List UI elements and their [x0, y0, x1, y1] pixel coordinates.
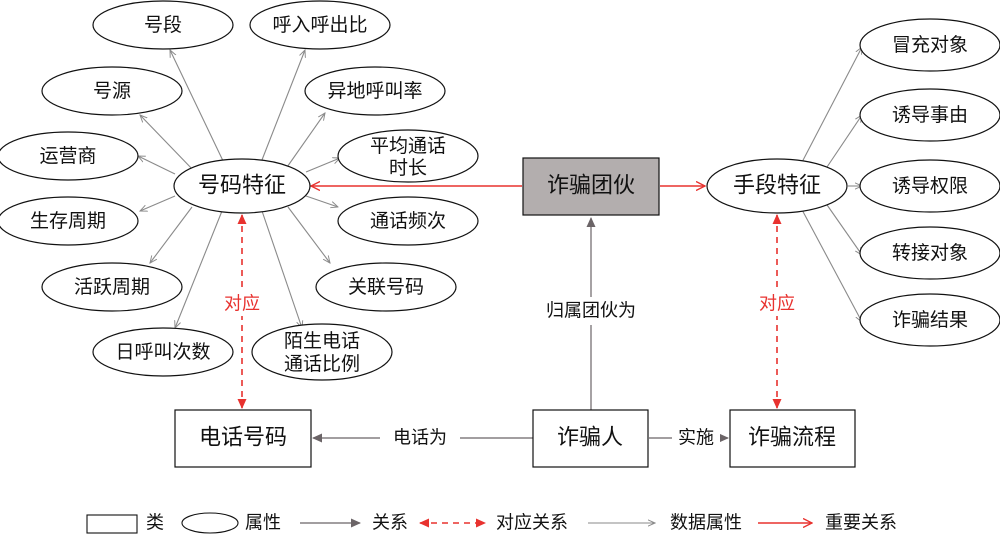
attr-survival-period-label: 生存周期	[30, 210, 106, 232]
fraud-process-node	[729, 409, 856, 468]
legend-data-attribute-label: 数据属性	[670, 513, 742, 534]
attr-operator	[0, 131, 139, 181]
edge-to-operator	[138, 156, 176, 175]
means-features-node	[706, 158, 848, 214]
legend-attribute-swatch	[181, 512, 239, 534]
edge-to-remote-call-rate	[284, 113, 325, 171]
attr-operator-label: 运营商	[39, 145, 96, 167]
attr-active-period	[41, 262, 183, 312]
edge-to-survival-period	[140, 195, 176, 211]
means-features-label: 手段特征	[733, 174, 821, 199]
attr-source	[41, 66, 183, 116]
edge-to-in-out-ratio	[259, 50, 305, 166]
edge-to-avg-duration	[305, 158, 340, 173]
legend-class-label: 类	[146, 513, 164, 534]
edge-to-daily-calls	[175, 210, 223, 328]
attr-in-out-ratio-label: 呼入呼出比	[272, 14, 367, 36]
legend: 类 属性 关系 对应关系 数据属性 重要关系	[86, 512, 897, 534]
edge-to-associated-numbers	[287, 206, 330, 263]
edge-label-bg	[753, 292, 801, 316]
attr-inducement-permission	[859, 159, 1000, 213]
number-features-label: 号码特征	[198, 174, 286, 199]
attr-inducement-matter-label: 诱导事由	[892, 104, 968, 126]
fraud-group-node	[522, 157, 660, 216]
attr-avg-duration-label-1: 平均通话	[370, 135, 446, 157]
attr-active-period-label: 活跃周期	[74, 276, 150, 298]
attr-transfer-target-label: 转接对象	[892, 242, 968, 264]
attr-impersonation-label: 冒充对象	[892, 34, 968, 56]
fraud-group-label: 诈骗团伙	[547, 174, 635, 199]
number-features-node	[173, 158, 311, 214]
number-attribute-edges	[138, 50, 340, 328]
edge-label-belongs-to-group: 归属团伙为	[546, 301, 636, 322]
attr-associated-numbers	[315, 262, 457, 312]
fraudster-node	[532, 409, 649, 468]
fraud-process-label: 诈骗流程	[748, 426, 836, 451]
means-attribute-edges	[799, 47, 862, 322]
attr-inducement-permission-label: 诱导权限	[892, 175, 968, 197]
phone-number-node	[174, 409, 312, 468]
legend-relation-label: 关系	[372, 513, 408, 534]
number-attribute-nodes	[0, 0, 479, 381]
attr-survival-period	[0, 196, 139, 246]
legend-attribute-label: 属性	[245, 513, 281, 534]
attr-stranger-ratio-label-2: 通话比例	[284, 353, 360, 375]
attr-transfer-target	[859, 226, 1000, 280]
edge-to-transfer-target	[824, 201, 862, 255]
edge-to-source	[140, 115, 196, 173]
attr-call-frequency	[337, 196, 479, 246]
edge-to-inducement-matter	[824, 115, 862, 171]
edge-to-impersonation	[799, 47, 862, 167]
attr-in-out-ratio	[249, 0, 391, 50]
edge-label-bg	[525, 297, 655, 325]
attr-daily-calls	[92, 327, 234, 377]
attr-daily-calls-label: 日呼叫次数	[115, 341, 210, 363]
edge-to-stranger-ratio	[261, 210, 302, 328]
attr-segment	[92, 0, 234, 50]
attr-stranger-ratio	[251, 323, 393, 381]
attr-stranger-ratio-label-1: 陌生电话	[284, 330, 360, 352]
attr-source-label: 号源	[93, 80, 131, 102]
edge-label-bg	[380, 425, 460, 451]
attr-avg-duration-label-2: 时长	[389, 157, 427, 179]
attr-inducement-matter	[859, 88, 1000, 142]
attr-avg-duration	[337, 129, 479, 183]
attr-fraud-result	[859, 293, 1000, 347]
attr-remote-call-rate	[304, 66, 446, 116]
phone-number-label: 电话号码	[199, 426, 287, 451]
legend-class-swatch	[86, 514, 138, 534]
edge-label-bg	[672, 425, 720, 451]
edge-to-fraud-result	[799, 205, 862, 322]
attr-call-frequency-label: 通话频次	[370, 210, 446, 232]
attr-segment-label: 号段	[144, 14, 182, 36]
edge-to-call-frequency	[305, 195, 338, 207]
edge-to-segment	[170, 50, 226, 166]
edge-label-phone-is: 电话为	[393, 428, 447, 449]
attr-associated-numbers-label: 关联号码	[348, 276, 424, 298]
edge-label-corresponds-right: 对应	[759, 294, 795, 315]
attr-fraud-result-label: 诈骗结果	[892, 309, 968, 331]
edge-label-implements: 实施	[678, 428, 714, 449]
means-attribute-nodes	[859, 18, 1000, 347]
legend-important-label: 重要关系	[825, 513, 897, 534]
attr-impersonation	[859, 18, 1000, 72]
legend-correspondence-label: 对应关系	[496, 513, 568, 534]
attr-remote-call-rate-label: 异地呼叫率	[327, 80, 422, 102]
edge-to-active-period	[150, 206, 193, 263]
relation-edges	[312, 217, 729, 443]
fraudster-label: 诈骗人	[557, 426, 623, 451]
edge-label-corresponds-left: 对应	[224, 294, 260, 315]
edge-label-bg	[218, 292, 266, 316]
